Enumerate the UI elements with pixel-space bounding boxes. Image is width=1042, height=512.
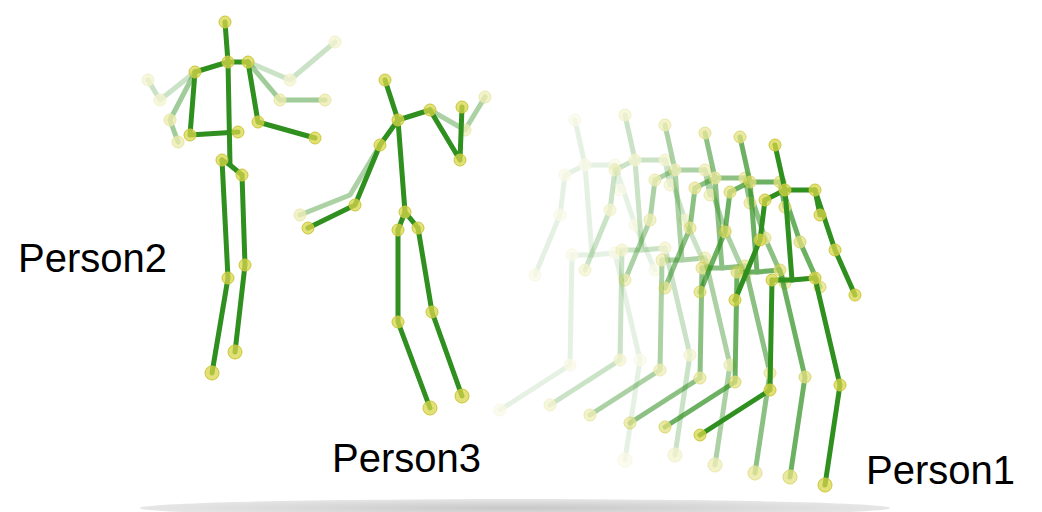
person2-skeleton	[142, 16, 341, 380]
ground-shadow	[140, 499, 890, 512]
person-label: Person2	[18, 234, 167, 282]
person-label: Person1	[866, 446, 1015, 494]
person-label: Person3	[332, 434, 481, 482]
person3-skeleton	[294, 74, 491, 415]
person1-skeleton	[494, 109, 861, 492]
